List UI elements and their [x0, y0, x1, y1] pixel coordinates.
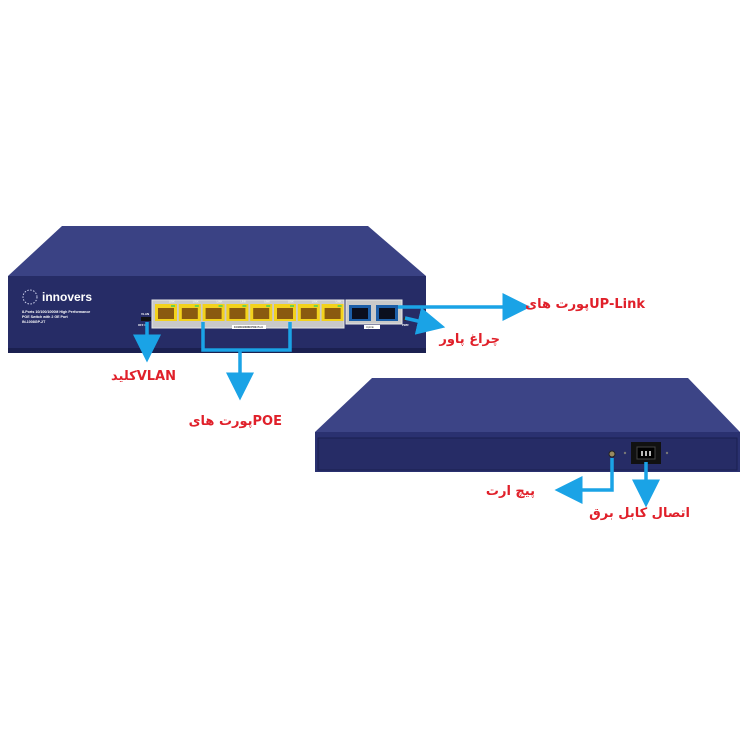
brand-logo: innovers: [22, 289, 92, 305]
vlan-label: VLAN: [141, 312, 149, 316]
port-led: [290, 305, 294, 307]
ground-annotation: پیچ ارت: [486, 484, 535, 499]
port-link-label: LINK: [217, 300, 223, 304]
ground-arrow: [554, 458, 614, 504]
power-cable-annotation: اتصال کابل برق: [589, 506, 690, 521]
port-link-label: LINK: [336, 300, 342, 304]
ground-screw: [608, 450, 616, 458]
port-link-label: LINK: [193, 300, 199, 304]
power-led-arrow: [404, 307, 446, 335]
vlan-annotation: کلیدVLAN: [111, 369, 176, 384]
poe-port-socket: [277, 308, 293, 319]
back-switch-top: [315, 378, 740, 432]
port-led: [313, 305, 318, 307]
port-link-label: LINK: [240, 300, 246, 304]
description-line-2: POE Switch with 2 GE Port: [22, 315, 69, 319]
poe-annotation: پورت هایPOE: [189, 414, 282, 429]
poe-port-socket: [158, 308, 174, 319]
port-link-label: LINK: [312, 300, 318, 304]
poe-port-socket: [205, 308, 222, 319]
port-led: [266, 305, 271, 307]
callout-arrows: [133, 293, 660, 508]
brand-name: innovers: [42, 290, 92, 304]
power-led-label: PWR: [402, 323, 409, 327]
front-switch-top: [8, 226, 426, 276]
poe-port-socket: [253, 308, 270, 319]
poe-port-caption-box: [232, 325, 266, 329]
uplink-caption: Uplink: [366, 325, 374, 329]
power-led-annotation: چراغ پاور: [438, 332, 500, 347]
vlan-sublabel: OFF ON: [138, 323, 149, 327]
back-switch: [315, 378, 740, 472]
port-led: [194, 305, 199, 307]
poe-port-socket: [324, 308, 341, 319]
model-number: IN-1008GP-2T: [22, 320, 46, 324]
port-led: [218, 305, 223, 307]
port-led: [337, 305, 342, 307]
poe-port-caption: 10/100/1000M POE Port: [234, 325, 263, 329]
port-link-label: LINK: [169, 300, 175, 304]
port-link-label: LINK: [288, 300, 294, 304]
port-link-label: LINK: [264, 300, 270, 304]
port-led: [171, 305, 175, 307]
description-line-1: 8-Ports 10/100/1000M High Performance: [22, 310, 90, 314]
poe-port-socket: [229, 308, 246, 319]
uplink-label: پورت هایUP-Link: [525, 297, 645, 312]
vlan-switch[interactable]: [141, 317, 151, 321]
front-switch: innovers 8-Ports 10/100/1000M High Perfo…: [8, 226, 426, 353]
poe-port-socket: [300, 308, 317, 319]
poe-port-socket: [181, 308, 198, 319]
poe-bracket: [201, 322, 292, 352]
port-led: [242, 305, 247, 307]
